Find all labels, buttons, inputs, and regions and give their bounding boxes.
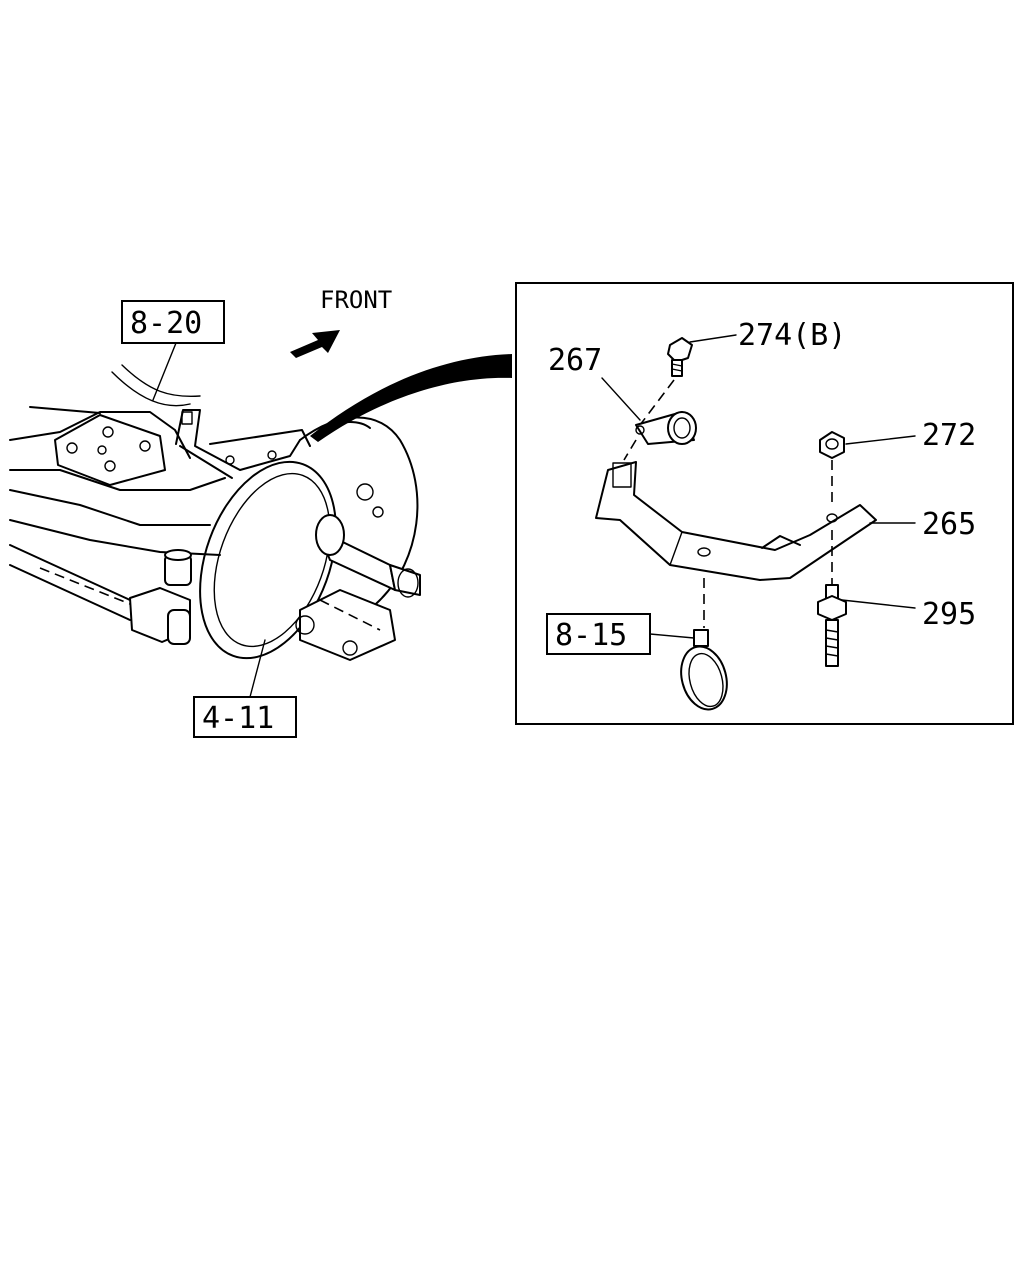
stud-295-icon — [817, 584, 847, 667]
bolt-274-icon — [667, 337, 693, 377]
bracket-detail-drawing — [595, 337, 877, 711]
ref-box-8-20 — [121, 300, 225, 344]
ref-box-4-11 — [193, 696, 297, 738]
detail-callout-pointer — [310, 354, 512, 442]
nut-272-icon — [819, 431, 845, 459]
bracket-265-icon — [595, 461, 877, 581]
front-arrow-icon — [290, 330, 340, 358]
part-label-274b: 274(B) — [738, 318, 846, 353]
clamp-band-icon — [680, 629, 728, 711]
front-direction-label: FRONT — [320, 286, 392, 314]
ref-box-8-15 — [546, 613, 651, 655]
part-label-272: 272 — [922, 418, 976, 453]
part-label-265: 265 — [922, 507, 976, 542]
ref-label-8-15: 8-15 — [555, 618, 627, 653]
part-label-267: 267 — [548, 343, 602, 378]
part-label-295: 295 — [922, 597, 976, 632]
ref-label-8-20: 8-20 — [130, 306, 202, 341]
ref-label-4-11: 4-11 — [202, 701, 274, 736]
clip-267-icon — [635, 411, 697, 445]
